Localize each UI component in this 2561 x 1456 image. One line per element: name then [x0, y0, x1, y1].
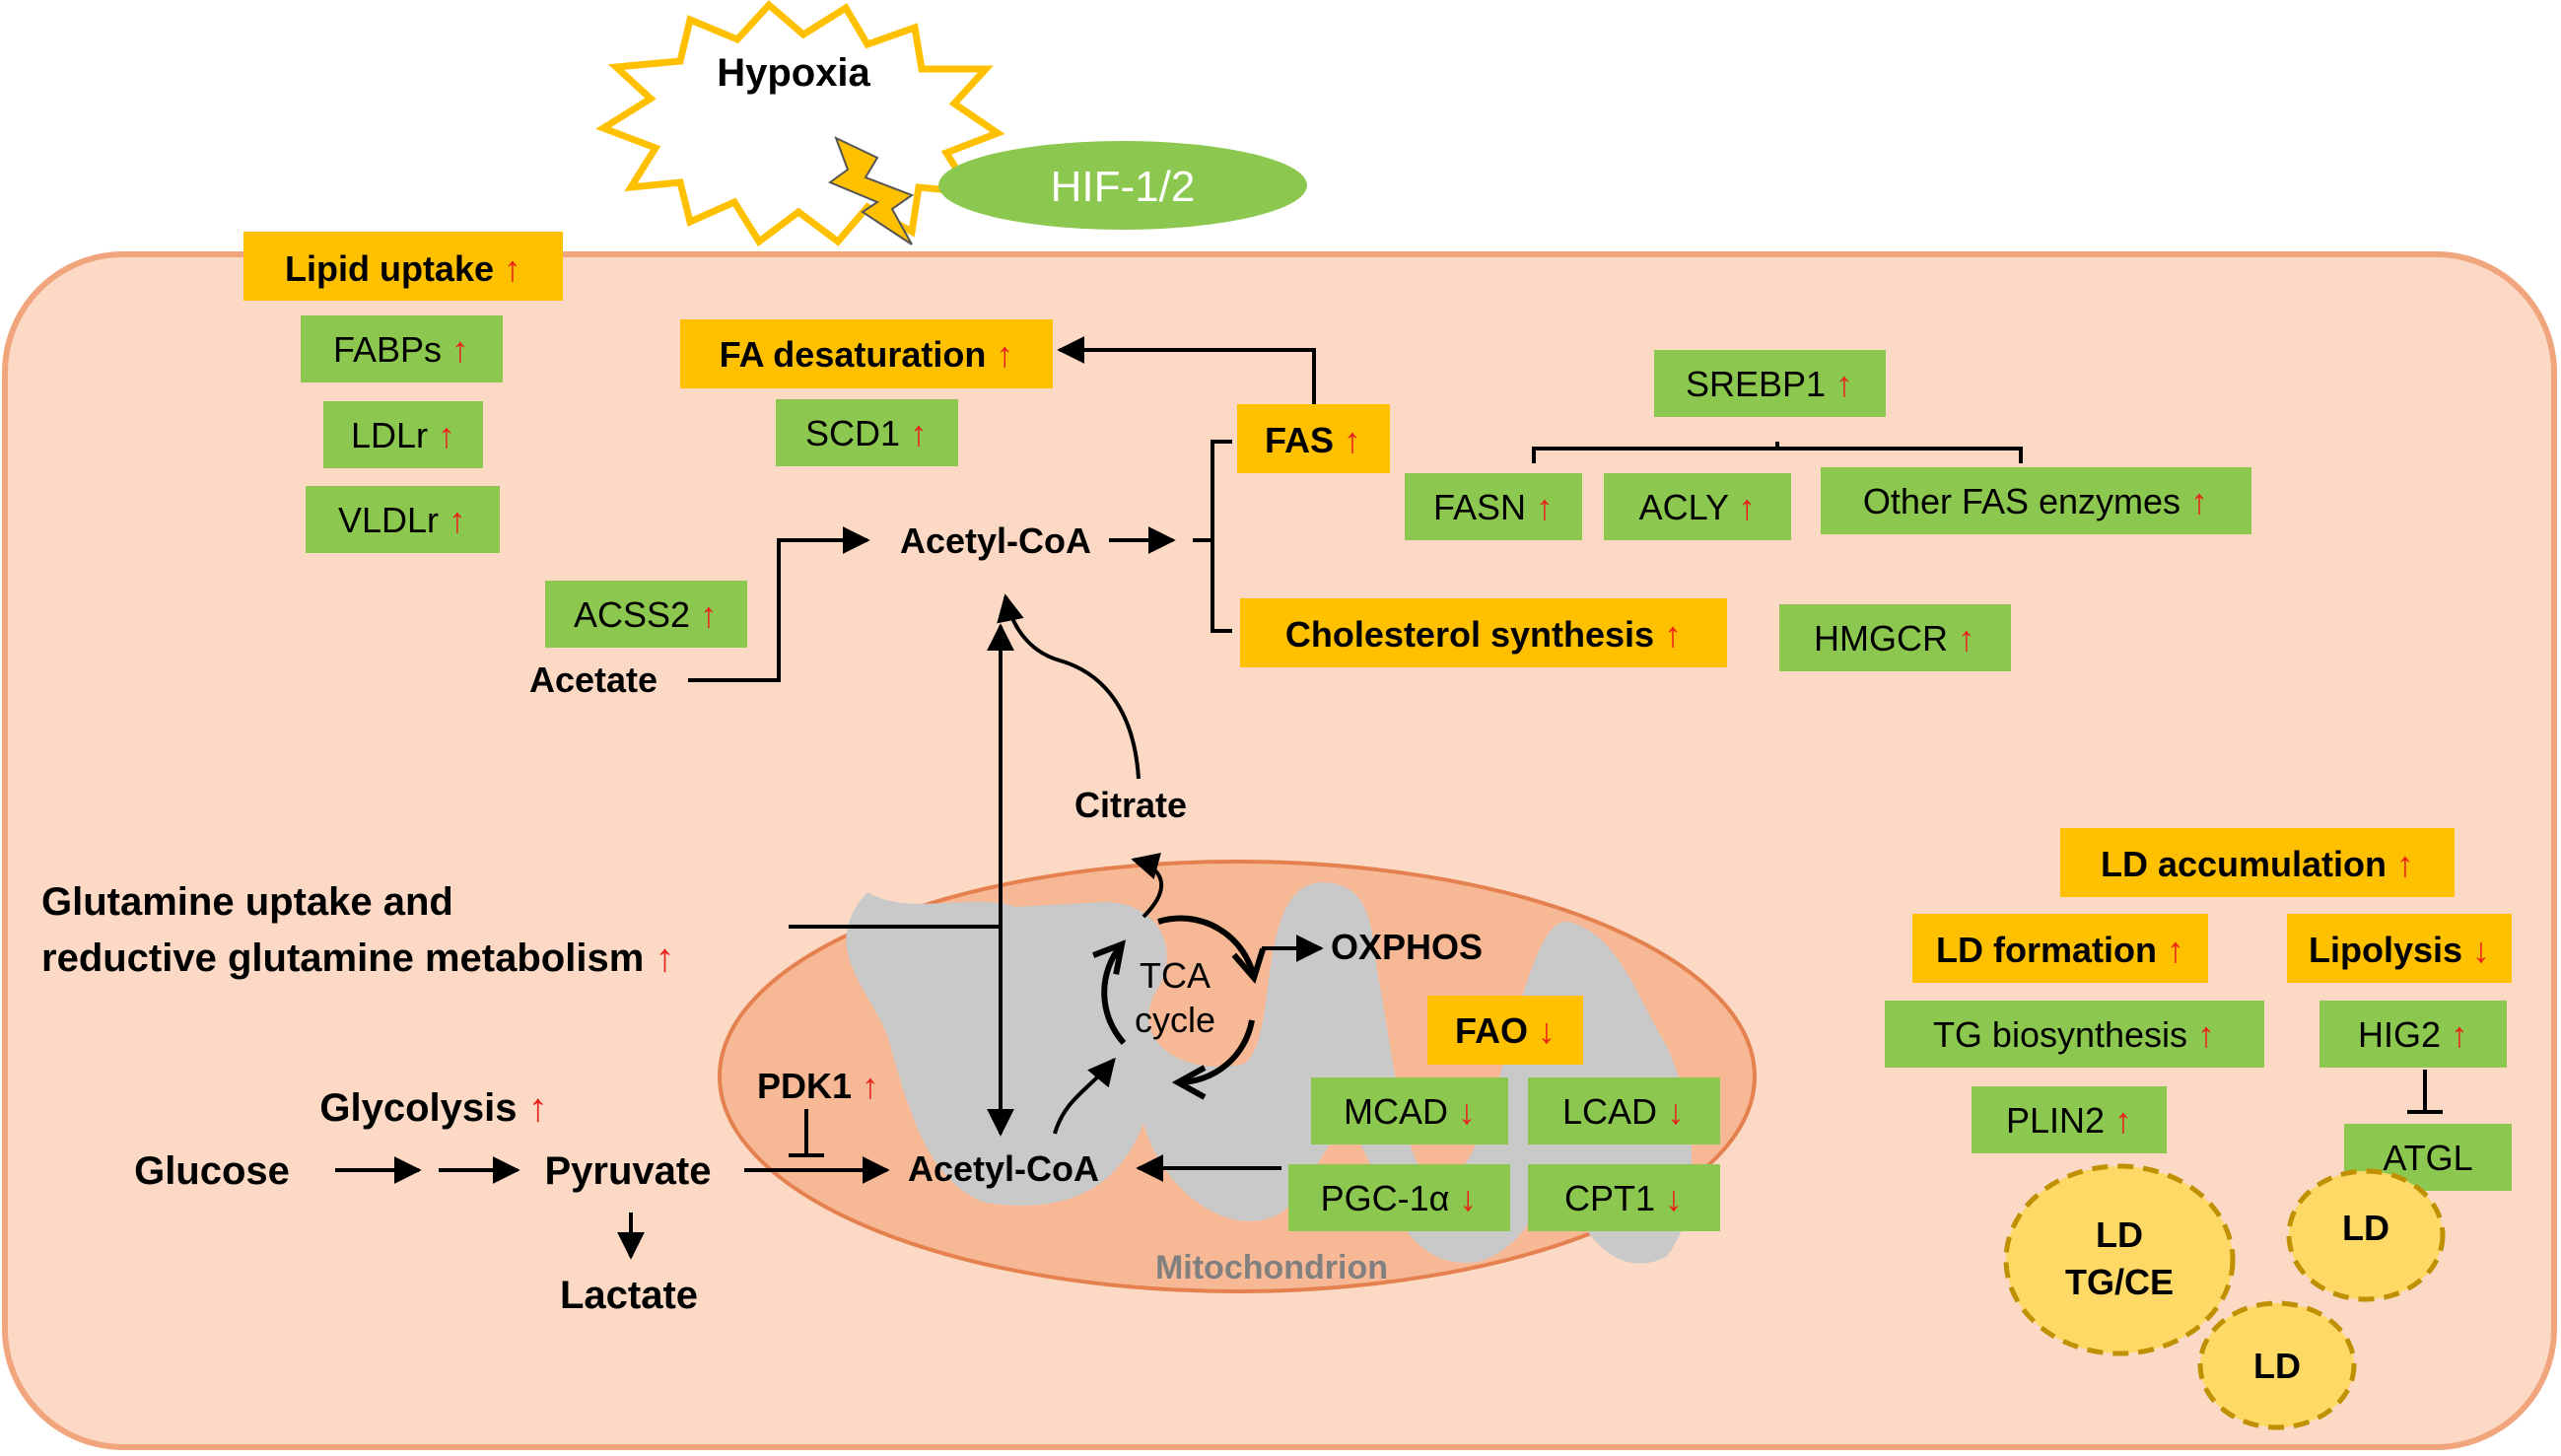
hif-label: HIF-1/2	[1051, 163, 1196, 211]
cpt1-label: CPT1 ↓	[1564, 1178, 1683, 1218]
plin2-label: PLIN2 ↑	[2006, 1100, 2132, 1141]
mcad-label: MCAD ↓	[1344, 1091, 1476, 1132]
acss2-label: ACSS2 ↑	[574, 594, 718, 635]
cell-body	[2, 251, 2557, 1450]
pdk1-label: PDK1 ↑	[757, 1066, 879, 1106]
scd1-label: SCD1 ↑	[805, 413, 928, 453]
orange-boxes	[243, 232, 2512, 1065]
lightning-bolt-icon	[827, 136, 915, 245]
glutamine-label-line2: reductive glutamine metabolism ↑	[41, 936, 674, 980]
glycolysis-label: Glycolysis ↑	[319, 1086, 547, 1130]
hif-badge	[938, 141, 1307, 230]
ld-formation-label: LD formation ↑	[1936, 930, 2184, 970]
hmgcr-label: HMGCR ↑	[1814, 618, 1975, 659]
pathway-arrows	[335, 336, 2443, 1260]
lipolysis-label: Lipolysis ↓	[2309, 930, 2490, 970]
pgc1a-label: PGC-1α ↓	[1321, 1178, 1478, 1218]
ld-big-label-line1: LD	[2096, 1214, 2143, 1255]
hypoxia-starburst	[595, 0, 1005, 247]
acly-label: ACLY ↑	[1639, 487, 1757, 527]
lactate-label: Lactate	[560, 1274, 698, 1317]
fas-label: FAS ↑	[1265, 420, 1361, 460]
tg-biosynthesis-label: TG biosynthesis ↑	[1933, 1014, 2215, 1055]
citrate-label: Citrate	[1074, 785, 1187, 825]
other-fas-label: Other FAS enzymes ↑	[1863, 481, 2208, 521]
green-boxes	[301, 315, 2512, 1231]
hig2-label: HIG2 ↑	[2358, 1014, 2468, 1055]
fao-label: FAO ↓	[1455, 1010, 1556, 1051]
fa-desaturation-label: FA desaturation ↑	[720, 334, 1014, 375]
tca-cycle-arrows	[1104, 915, 1254, 1082]
vldlr-label: VLDLr ↑	[338, 500, 466, 540]
acetyl-coa-mito-label: Acetyl-CoA	[908, 1148, 1099, 1189]
cholesterol-synthesis-label: Cholesterol synthesis ↑	[1285, 614, 1682, 655]
oxphos-label: OXPHOS	[1331, 927, 1483, 967]
lcad-label: LCAD ↓	[1562, 1091, 1685, 1132]
ld-accumulation-label: LD accumulation ↑	[2101, 844, 2414, 884]
hypoxia-label: Hypoxia	[717, 51, 870, 95]
acetate-label: Acetate	[529, 659, 658, 700]
mitochondrion-label: Mitochondrion	[1155, 1249, 1388, 1286]
tca-label-line1: TCA	[1140, 955, 1211, 996]
ld-small-label-2: LD	[2253, 1346, 2301, 1386]
glucose-label: Glucose	[134, 1149, 290, 1193]
tca-label-line2: cycle	[1135, 1000, 1215, 1040]
lipid-droplets	[2003, 1163, 2446, 1430]
ld-small-label-1: LD	[2342, 1208, 2389, 1248]
atgl-label: ATGL	[2383, 1138, 2472, 1178]
fasn-label: FASN ↑	[1433, 487, 1554, 527]
ld-big-label-line2: TG/CE	[2065, 1262, 2174, 1302]
ldlr-label: LDLr ↑	[351, 415, 455, 455]
acetyl-coa-top-label: Acetyl-CoA	[900, 520, 1091, 561]
srebp1-label: SREBP1 ↑	[1686, 364, 1853, 404]
glutamine-label-line1: Glutamine uptake and	[41, 880, 453, 924]
lipid-uptake-label: Lipid uptake ↑	[285, 248, 521, 289]
pyruvate-label: Pyruvate	[545, 1149, 712, 1193]
fabps-label: FABPs ↑	[333, 329, 469, 370]
